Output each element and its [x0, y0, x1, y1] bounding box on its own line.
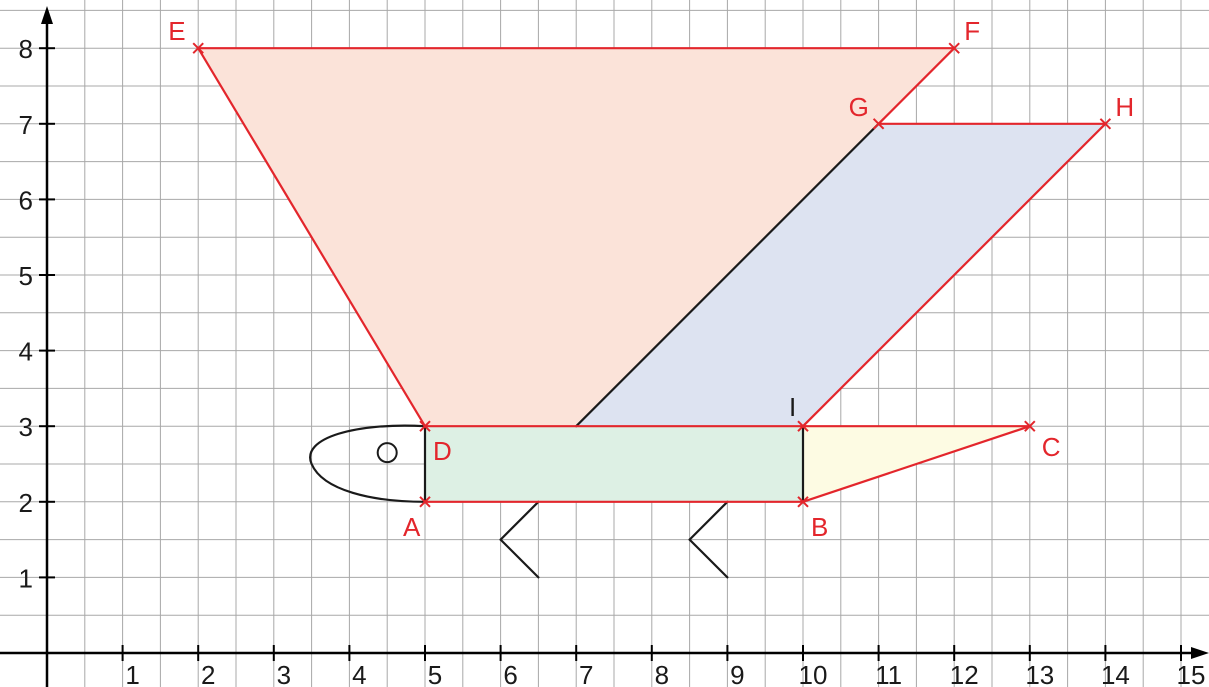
x-tick-label: 14: [1101, 660, 1130, 687]
point-marker-icon: [1024, 420, 1036, 432]
y-tick-label: 6: [19, 185, 33, 215]
points: A B C D E F G H I: [168, 16, 1134, 542]
y-tick-label: 5: [19, 261, 33, 291]
x-axis-arrow-icon: [1191, 647, 1209, 659]
x-tick-label: 5: [428, 660, 442, 687]
point-D: D: [419, 420, 452, 466]
point-marker-icon: [419, 496, 431, 508]
x-tick-label: 7: [579, 660, 593, 687]
point-label-G: G: [849, 92, 869, 122]
point-marker-icon: [1099, 118, 1112, 130]
y-tick-label: 2: [19, 488, 33, 518]
y-tick-label: 3: [19, 412, 33, 442]
x-tick-label: 11: [875, 660, 902, 687]
point-H: H: [1099, 92, 1134, 130]
red-segment: [801, 122, 1107, 428]
point-marker-icon: [872, 118, 885, 130]
x-tick-label: 9: [730, 660, 744, 687]
fish-eye-icon: [376, 442, 398, 464]
point-label-F: F: [964, 16, 980, 46]
x-tick-label: 8: [655, 660, 669, 687]
black-segment: [688, 500, 729, 541]
x-tick-label: 4: [352, 660, 366, 687]
x-tick-label: 1: [125, 660, 139, 687]
shape-parallelogram-ghi: [576, 123, 1106, 427]
point-marker-icon: [797, 496, 809, 508]
x-tick-label: 6: [503, 660, 517, 687]
point-marker-icon: [948, 42, 960, 54]
y-axis-arrow-icon: [41, 6, 53, 24]
point-label-I: I: [789, 392, 796, 422]
y-tick-label: 1: [19, 563, 33, 593]
black-segment: [688, 538, 729, 579]
point-I: I: [789, 392, 809, 432]
x-tick-label: 3: [277, 660, 291, 687]
fish-head-outline: [309, 424, 426, 503]
shape-trapezoid-defe: [198, 48, 955, 427]
black-segment: [575, 122, 880, 428]
x-tick-label: 2: [201, 660, 215, 687]
x-tick-label: 12: [950, 660, 979, 687]
fish-head: [309, 424, 426, 503]
y-tick-label: 7: [19, 110, 33, 140]
point-label-D: D: [433, 436, 452, 466]
axes: [0, 6, 1209, 687]
x-tick-label: 15: [1177, 660, 1206, 687]
point-marker-icon: [797, 420, 809, 432]
point-E: E: [168, 16, 204, 54]
x-tick-label: 13: [1025, 660, 1054, 687]
shape-rectangle-abid: [425, 426, 803, 502]
y-tick-label: 8: [19, 34, 33, 64]
point-label-A: A: [403, 512, 421, 542]
red-segment: [877, 47, 956, 125]
point-C: C: [1024, 420, 1061, 462]
segments: [197, 47, 1107, 579]
point-label-H: H: [1115, 92, 1134, 122]
point-F: F: [948, 16, 980, 54]
red-segment: [197, 47, 427, 428]
point-label-B: B: [811, 512, 828, 542]
black-segment: [499, 538, 540, 579]
point-G: G: [849, 92, 885, 130]
point-B: B: [797, 496, 828, 542]
x-tick-label: 10: [799, 660, 828, 687]
black-segment: [499, 500, 540, 541]
point-marker-icon: [419, 420, 431, 432]
red-segment: [801, 425, 1031, 503]
point-marker-icon: [192, 42, 204, 54]
y-tick-label: 4: [19, 337, 33, 367]
point-label-E: E: [168, 16, 185, 46]
point-A: A: [403, 496, 431, 542]
point-label-C: C: [1042, 432, 1061, 462]
